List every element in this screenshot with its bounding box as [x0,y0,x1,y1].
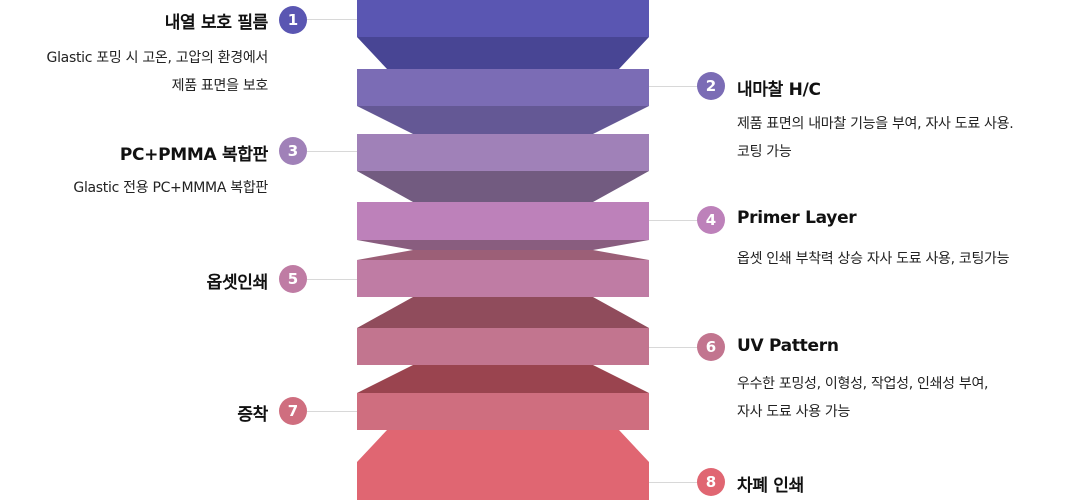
layer-desc-3: Glastic 전용 PC+MMMA 복합판 [73,180,268,196]
layer-slab-6 [357,328,649,365]
layer-title-3: PC+PMMA 복합판 [119,145,268,165]
connector-line-5 [307,279,357,280]
layer-slab-5 [357,260,649,297]
connector-line-4 [649,220,699,221]
layer-desc-1a: Glastic 포밍 시 고온, 고압의 환경에서 [46,50,269,66]
step-badge-4: 4 [697,206,725,234]
layer-bevel-4 [357,240,649,250]
step-badge-8: 8 [697,468,725,496]
connector-line-6 [649,347,699,348]
layer-title-2: 내마찰 H/C [737,80,821,100]
layer-title-8: 차폐 인쇄 [737,476,804,496]
layer-bevel-3 [357,171,649,202]
layer-bevel-1 [357,37,649,69]
connector-line-8 [649,482,699,483]
layer-slab-8 [357,462,649,500]
layer-bevel-5 [357,250,649,260]
layer-bevel-7 [357,365,649,393]
layer-title-1: 내열 보호 필름 [164,13,269,33]
layer-title-5: 옵셋인쇄 [206,273,269,293]
layer-slab-1 [357,0,649,37]
layer-slab-2 [357,69,649,106]
connector-line-3 [307,151,357,152]
connector-line-2 [649,86,699,87]
layer-desc-4: 옵셋 인쇄 부착력 상승 자사 도료 사용, 코팅가능 [737,251,1010,267]
step-badge-2: 2 [697,72,725,100]
step-badge-5: 5 [279,265,307,293]
layer-slab-7 [357,393,649,430]
layer-slab-4 [357,202,649,240]
layer-desc-2b: 코팅 가능 [737,144,792,160]
step-badge-7: 7 [279,397,307,425]
layer-bevel-8 [357,430,649,462]
layer-desc-6a: 우수한 포밍성, 이형성, 작업성, 인쇄성 부여, [737,376,989,392]
layer-bevel-6 [357,297,649,328]
connector-line-1 [307,19,357,20]
layer-desc-2a: 제품 표면의 내마찰 기능을 부여, 자사 도료 사용. [737,116,1014,132]
layer-bevel-2 [357,106,649,134]
layer-desc-6b: 자사 도료 사용 가능 [737,404,851,420]
step-badge-3: 3 [279,137,307,165]
layer-title-6: UV Pattern [737,336,839,356]
layer-slab-3 [357,134,649,171]
step-badge-6: 6 [697,333,725,361]
connector-line-7 [307,411,357,412]
layer-title-7: 증착 [237,405,268,425]
layer-title-4: Primer Layer [737,208,857,228]
layer-desc-1b: 제품 표면을 보호 [171,78,269,94]
step-badge-1: 1 [279,6,307,34]
